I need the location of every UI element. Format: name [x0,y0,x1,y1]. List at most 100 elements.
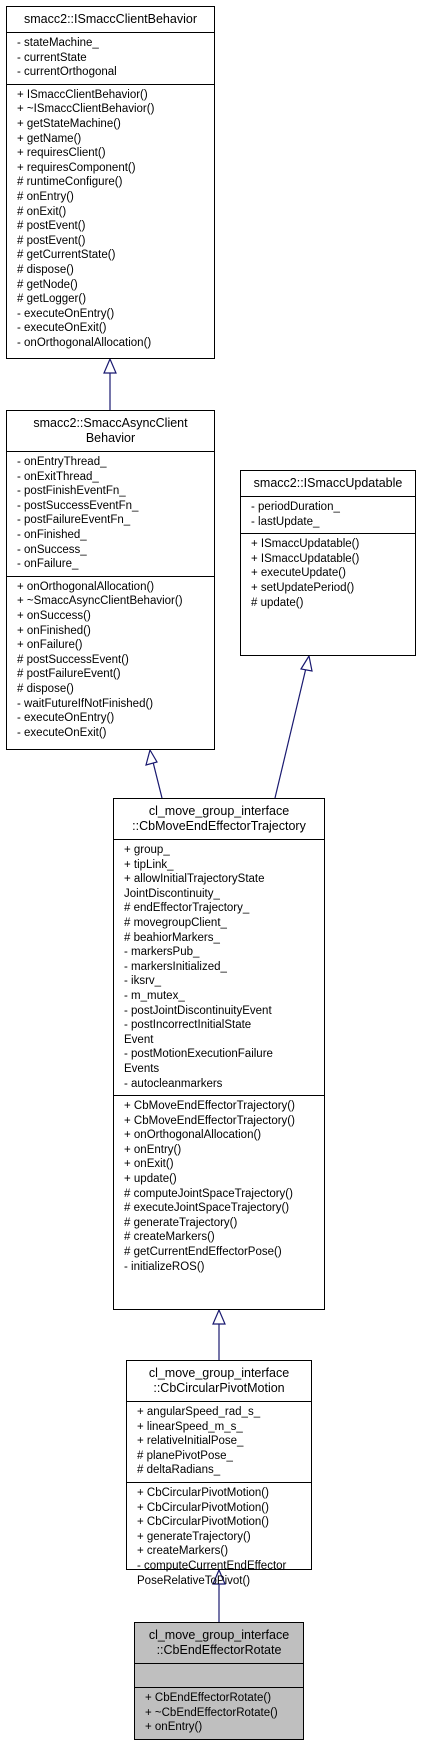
method: + CbCircularPivotMotion() [137,1516,269,1529]
class-updatable: smacc2::ISmaccUpdatable - periodDuration… [240,470,416,656]
method: + getStateMachine() [17,117,121,130]
class-title-line: cl_move_group_interface [148,804,290,818]
attributes-section [135,1664,303,1688]
class-title-line: ::CbEndEffectorRotate [156,1643,282,1657]
method: # dispose() [17,682,74,695]
attribute: + angularSpeed_rad_s_ [137,1406,261,1418]
attributes-section: - periodDuration_ - lastUpdate_ [241,497,415,535]
method: # getCurrentEndEffectorPose() [124,1246,282,1259]
class-title-line: ::CbCircularPivotMotion [153,1381,285,1395]
attribute: - iksrv_ [124,975,162,988]
method: - initializeROS() [124,1260,205,1273]
methods-section: + CbMoveEndEffectorTrajectory() + CbMove… [114,1096,324,1278]
class-title-line: smacc2::SmaccAsyncClient [33,416,188,430]
method: + onOrthogonalAllocation() [124,1129,262,1142]
attribute: - currentState [17,51,87,64]
attributes-section: - onEntryThread_ - onExitThread_ - postF… [7,452,214,577]
class-end-effector-rotate: cl_move_group_interface ::CbEndEffectorR… [134,1622,304,1740]
method: + ISmaccUpdatable() [251,552,360,565]
method: + onSuccess() [17,609,91,622]
attribute: - lastUpdate_ [251,515,320,528]
method: + onOrthogonalAllocation() [17,580,155,593]
attribute: - onSuccess_ [17,543,87,556]
attribute: - currentOrthogonal [17,66,117,79]
method: - waitFutureIfNotFinished() [17,697,154,710]
attribute: - autocleanmarkers [124,1077,223,1090]
attribute: - postMotionExecutionFailure [124,1048,273,1061]
method: + CbMoveEndEffectorTrajectory() [124,1100,295,1113]
arrowhead-client-behavior [103,357,117,374]
method: - executeOnEntry() [17,712,115,725]
method: # postEvent() [17,220,86,233]
method: # runtimeConfigure() [17,176,123,189]
edge-trajectory-to-async [152,761,163,799]
method: + ISmaccUpdatable() [251,538,360,551]
class-title-line: cl_move_group_interface [148,1366,290,1380]
attribute: # deltaRadians_ [137,1464,221,1477]
attribute: - onExitThread_ [17,470,99,483]
attribute: - postFailureEventFn_ [17,514,131,527]
attribute: # beahiorMarkers_ [124,931,220,944]
attribute: - onFailure_ [17,558,79,571]
method: + generateTrajectory() [137,1530,251,1543]
attribute: - postSuccessEventFn_ [17,499,139,512]
methods-section: + ISmaccUpdatable() + ISmaccUpdatable() … [241,534,415,614]
attribute: + linearSpeed_m_s_ [137,1420,243,1433]
attributes-section: - stateMachine_ - currentState - current… [7,33,214,85]
method: - executeOnExit() [17,322,107,335]
class-title-line: cl_move_group_interface [148,1628,290,1642]
attribute: - stateMachine_ [17,37,99,49]
class-title: smacc2::ISmaccUpdatable [241,471,415,497]
method: + ~ISmaccClientBehavior() [17,103,155,116]
method: + requiresClient() [17,147,106,160]
method: - executeOnEntry() [17,307,115,320]
method: # dispose() [17,263,74,276]
attribute: - periodDuration_ [251,501,340,513]
method: + CbCircularPivotMotion() [137,1501,269,1514]
method: # postSuccessEvent() [17,653,129,666]
attribute: JointDiscontinuity_ [124,887,220,900]
arrowhead-updatable [300,654,313,672]
method: + requiresComponent() [17,161,136,174]
class-title-line: ::CbMoveEndEffectorTrajectory [132,819,306,833]
class-client-behavior: smacc2::ISmaccClientBehavior - stateMach… [6,6,215,359]
method: + getName() [17,132,82,145]
class-title: cl_move_group_interface ::CbEndEffectorR… [135,1623,303,1664]
attribute: + relativeInitialPose_ [137,1435,244,1448]
arrowhead-async [145,748,158,766]
attribute: - markersInitialized_ [124,960,227,973]
method: # update() [251,596,304,609]
method: - executeOnExit() [17,726,107,739]
methods-section: + onOrthogonalAllocation() + ~SmaccAsync… [7,577,214,745]
class-circular-pivot-motion: cl_move_group_interface ::CbCircularPivo… [126,1360,312,1587]
attributes-section: + group_ + tipLink_ + allowInitialTrajec… [114,840,324,1097]
attribute: - postFinishEventFn_ [17,485,126,498]
method: # getCurrentState() [17,249,116,262]
class-title-line: Behavior [85,431,136,445]
method: # getNode() [17,278,78,291]
method: + onFailure() [17,639,83,652]
class-title: cl_move_group_interface ::CbCircularPivo… [127,1361,311,1402]
method: # computeJointSpaceTrajectory() [124,1187,293,1200]
attribute: + group_ [124,844,170,856]
method: # createMarkers() [124,1231,215,1244]
method: - computeCurrentEndEffector [137,1559,287,1572]
method: + onEntry() [145,1721,203,1734]
methods-section: + CbCircularPivotMotion() + CbCircularPi… [127,1483,311,1592]
method: + executeUpdate() [251,567,346,580]
arrowhead-trajectory [212,1308,226,1325]
method: # postFailureEvent() [17,668,121,681]
method: # onExit() [17,205,67,218]
method: PoseRelativeToPivot() [137,1574,251,1587]
methods-section: + CbEndEffectorRotate() + ~CbEndEffector… [135,1688,303,1739]
class-title-line: smacc2::ISmaccUpdatable [253,476,403,490]
attribute: - markersPub_ [124,946,200,959]
method: + setUpdatePeriod() [251,581,355,594]
method: + onExit() [124,1158,174,1171]
method: - onOrthogonalAllocation() [17,336,152,349]
class-title-line: smacc2::ISmaccClientBehavior [24,12,197,26]
method: # generateTrajectory() [124,1216,238,1229]
method: # executeJointSpaceTrajectory() [124,1202,290,1215]
attribute: - onFinished_ [17,528,87,541]
